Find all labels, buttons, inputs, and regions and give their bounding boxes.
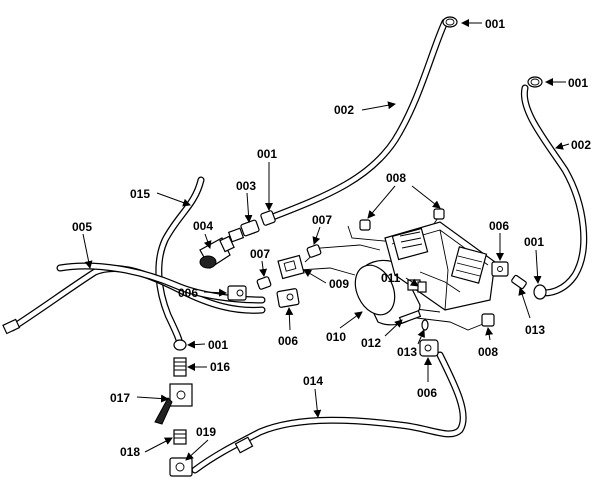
callout-007-right: 007 bbox=[312, 213, 332, 227]
callout-010: 010 bbox=[326, 330, 346, 344]
callout-019: 019 bbox=[196, 425, 216, 439]
elbow-006-left bbox=[227, 285, 247, 301]
callout-007-left: 007 bbox=[250, 247, 270, 261]
callout-017: 017 bbox=[110, 391, 130, 405]
callout-003: 003 bbox=[236, 179, 256, 193]
fitting-013-right bbox=[511, 274, 527, 290]
nipple-018 bbox=[173, 429, 187, 445]
hose-002-right bbox=[520, 84, 588, 297]
elbow-006-right bbox=[491, 261, 509, 277]
callout-005: 005 bbox=[72, 220, 92, 234]
hose-002-center bbox=[266, 18, 449, 222]
elbow-019 bbox=[169, 457, 193, 477]
callout-006-right: 006 bbox=[489, 219, 509, 233]
clamp-001-top bbox=[442, 16, 458, 28]
callout-008-top: 008 bbox=[386, 171, 406, 185]
callout-labels: 001 001 002 002 001 003 004 008 015 007 … bbox=[72, 17, 591, 459]
leaders bbox=[82, 19, 570, 461]
fitting-008-top-left bbox=[359, 219, 371, 231]
callout-004: 004 bbox=[193, 219, 213, 233]
elbow-006-mid bbox=[276, 288, 300, 308]
callout-001-lower: 001 bbox=[208, 338, 228, 352]
fitting-007-left bbox=[256, 276, 272, 290]
callout-014: 014 bbox=[303, 374, 323, 388]
callout-006-mid: 006 bbox=[278, 334, 298, 348]
clamp-001-lower bbox=[173, 339, 187, 351]
callout-013-mid: 013 bbox=[397, 345, 417, 359]
callout-012: 012 bbox=[361, 336, 381, 350]
callout-002-center: 002 bbox=[334, 103, 354, 117]
callout-009: 009 bbox=[329, 277, 349, 291]
connector-009 bbox=[277, 254, 305, 280]
valve-004 bbox=[199, 235, 235, 269]
fitting-016 bbox=[173, 357, 187, 377]
callout-001-right-mid: 001 bbox=[524, 235, 544, 249]
fitting-008-top-right bbox=[433, 208, 445, 220]
callout-013-right: 013 bbox=[525, 323, 545, 337]
valve-017 bbox=[154, 383, 193, 425]
fitting-008-right bbox=[481, 313, 495, 327]
elbow-006-lower bbox=[419, 339, 439, 357]
fitting-003-assembly bbox=[227, 210, 276, 243]
fitting-007-right bbox=[306, 244, 322, 258]
clamp-001-right-mid bbox=[533, 284, 547, 300]
compressor-010 bbox=[354, 221, 496, 326]
callout-018: 018 bbox=[120, 445, 140, 459]
part-011 bbox=[417, 281, 427, 293]
callout-001-mid: 001 bbox=[257, 147, 277, 161]
part-013-mid bbox=[421, 319, 429, 331]
callout-001-top-center: 001 bbox=[485, 17, 505, 31]
callout-006-lower: 006 bbox=[417, 386, 437, 400]
callout-008-right: 008 bbox=[478, 345, 498, 359]
clamp-001-right-top bbox=[527, 76, 543, 88]
callout-011: 011 bbox=[381, 271, 401, 285]
callout-016: 016 bbox=[210, 360, 230, 374]
hose-005 bbox=[2, 262, 266, 335]
callout-001-top-right: 001 bbox=[568, 76, 588, 90]
hose-014 bbox=[191, 351, 467, 474]
callout-015: 015 bbox=[130, 187, 150, 201]
callout-006-left: 006 bbox=[178, 286, 198, 300]
callout-002-right: 002 bbox=[571, 138, 591, 152]
hose-015 bbox=[155, 176, 205, 349]
